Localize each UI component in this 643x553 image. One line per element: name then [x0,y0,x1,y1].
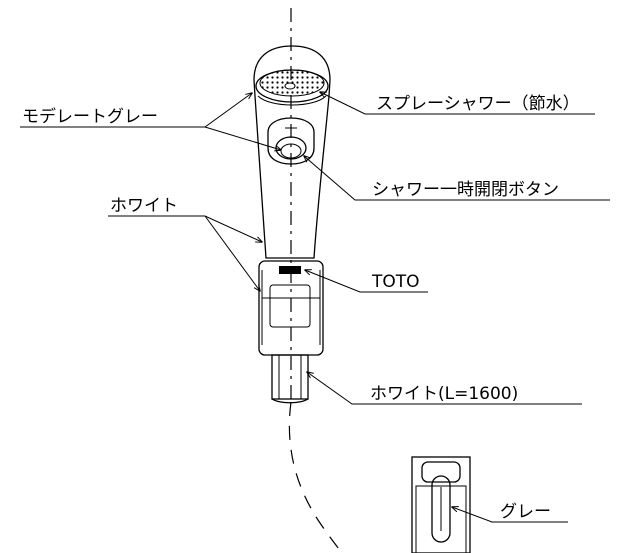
leader-white-a [108,215,262,242]
hose-curve [288,401,343,553]
leader-toto [305,270,428,293]
holder-detail [411,456,471,553]
label-gray: グレー [500,502,551,522]
leader-pause-button [304,156,610,201]
toto-logo [279,266,301,274]
gray-slot [431,475,451,543]
label-spray-shower: スプレーシャワー（節水） [376,94,580,114]
label-moderate-gray: モデレートグレー [22,106,158,127]
label-white: ホワイト [110,196,178,216]
shower-head [253,45,331,259]
leader-moderate-gray-b [204,126,281,150]
leader-spray-shower [320,92,595,115]
label-toto: TOTO [371,272,420,292]
hose-stub [271,354,309,404]
label-pause-button: シャワー一時開閉ボタン [372,180,559,200]
label-hose-white: ホワイト(L=1600) [370,384,518,404]
leader-white-b [204,215,260,291]
leader-hose-white [307,372,582,405]
leader-gray [452,507,568,523]
